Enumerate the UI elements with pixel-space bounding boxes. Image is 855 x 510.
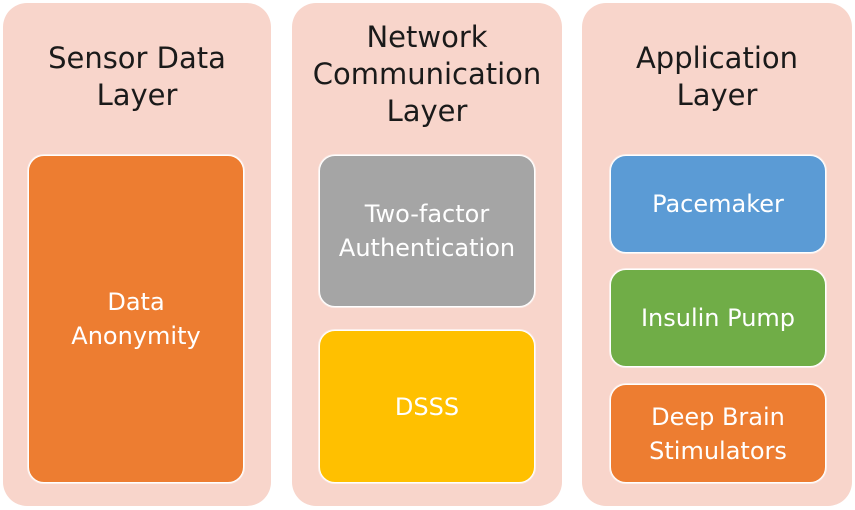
deep-brain-line-2: Stimulators: [649, 436, 787, 465]
application-title-line-1: Application: [635, 41, 799, 75]
network-communication-layer-column: Network Communication Layer Two-factor A…: [292, 3, 562, 506]
application-layer-title: Application Layer: [582, 40, 852, 114]
application-layer-column: Application Layer Pacemaker Insulin Pump…: [582, 3, 852, 506]
network-communication-layer-title: Network Communication Layer: [292, 19, 562, 130]
sensor-data-layer-column: Sensor Data Layer Data Anonymity: [3, 3, 271, 506]
sensor-title-line-1: Sensor Data: [48, 41, 226, 75]
sensor-title-line-2: Layer: [96, 78, 178, 112]
deep-brain-stimulators-box: Deep Brain Stimulators: [610, 384, 826, 483]
insulin-pump-box: Insulin Pump: [610, 269, 826, 367]
dsss-box: DSSS: [319, 330, 535, 483]
two-factor-line-2: Authentication: [338, 234, 516, 262]
network-title-line-3: Layer: [386, 94, 468, 128]
deep-brain-line-1: Deep Brain: [651, 402, 785, 431]
insulin-pump-label: Insulin Pump: [640, 304, 796, 332]
sensor-data-layer-title: Sensor Data Layer: [3, 40, 271, 114]
two-factor-line-1: Two-factor: [364, 200, 490, 228]
two-factor-authentication-box: Two-factor Authentication: [319, 155, 535, 307]
dsss-label: DSSS: [394, 392, 460, 421]
network-title-line-2: Communication: [312, 57, 542, 91]
network-title-line-1: Network: [366, 20, 488, 54]
application-title-line-2: Layer: [676, 78, 758, 112]
data-anonymity-line-1: Data: [107, 288, 165, 316]
data-anonymity-box: Data Anonymity: [28, 155, 244, 483]
pacemaker-label: Pacemaker: [652, 190, 784, 218]
pacemaker-box: Pacemaker: [610, 155, 826, 253]
data-anonymity-line-2: Anonymity: [71, 322, 201, 350]
